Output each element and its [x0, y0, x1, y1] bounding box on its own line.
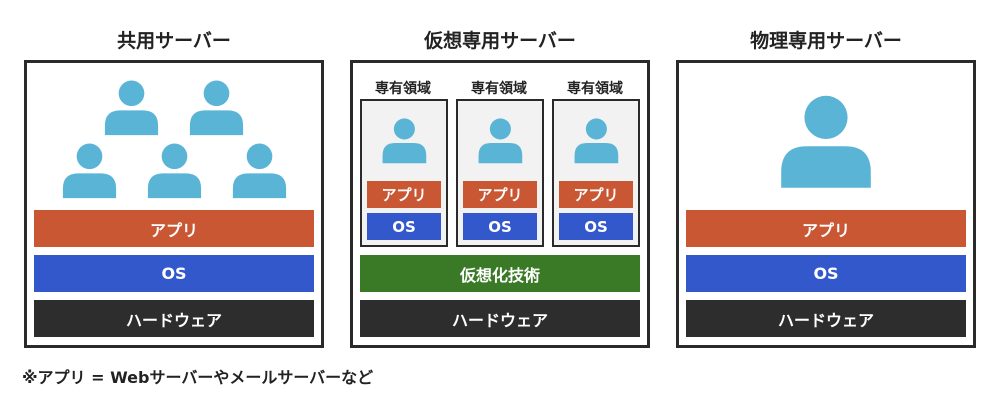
user-icon — [781, 95, 871, 188]
vps-os-layer: OS — [463, 213, 537, 240]
dedicated-app-layer: アプリ — [686, 210, 966, 247]
vps-os-layer: OS — [559, 213, 633, 240]
user-icon — [62, 143, 116, 199]
vps-app-layer: アプリ — [559, 181, 633, 208]
dedicated-hardware-layer: ハードウェア — [686, 300, 966, 337]
virtualization-layer: 仮想化技術 — [360, 255, 640, 292]
footnote: ※アプリ = Webサーバーやメールサーバーなど — [22, 368, 374, 387]
shared-hardware-layer: ハードウェア — [34, 300, 314, 337]
shared-os-layer: OS — [34, 255, 314, 292]
vps-app-layer: アプリ — [463, 181, 537, 208]
vps-title: 仮想専用サーバー — [424, 30, 576, 52]
dedicated-area-label: 専有領域 — [471, 81, 527, 97]
user-icon — [104, 80, 158, 136]
user-icon — [382, 118, 426, 164]
shared-server-title: 共用サーバー — [117, 30, 231, 52]
shared-app-layer: アプリ — [34, 210, 314, 247]
vps-hardware-layer: ハードウェア — [360, 300, 640, 337]
vps-app-layer: アプリ — [367, 181, 441, 208]
dedicated-area-label: 専有領域 — [567, 81, 623, 97]
user-icon — [147, 143, 201, 199]
dedicated-area-label: 専有領域 — [375, 81, 431, 97]
vps-os-layer: OS — [367, 213, 441, 240]
user-icon — [574, 118, 618, 164]
dedicated-os-layer: OS — [686, 255, 966, 292]
dedicated-server-title: 物理専用サーバー — [750, 30, 902, 52]
user-icon — [232, 143, 286, 199]
user-icon — [189, 80, 243, 136]
user-icon — [478, 118, 522, 164]
